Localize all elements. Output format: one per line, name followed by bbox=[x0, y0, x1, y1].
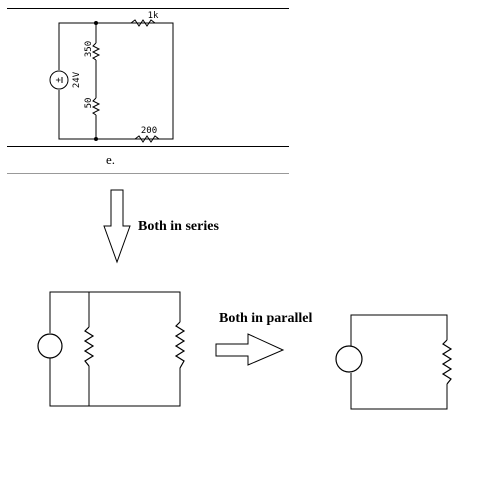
resistor-top-label: 1k bbox=[148, 11, 159, 21]
voltage-source-symbol: + bbox=[49, 70, 69, 90]
resistor-bottom-label: 200 bbox=[141, 126, 157, 136]
resistor-right-symbol bbox=[174, 321, 186, 369]
resistor-lower-left-label: 50 bbox=[84, 98, 94, 109]
voltage-source-symbol-parallel bbox=[335, 345, 363, 373]
arrow-down-label: Both in series bbox=[138, 219, 219, 234]
arrow-right-icon bbox=[215, 333, 285, 366]
resistor-upper-left-label: 350 bbox=[84, 41, 94, 57]
series-reduced-circuit bbox=[37, 291, 186, 407]
svg-text:+: + bbox=[54, 77, 64, 83]
voltage-source-symbol-series bbox=[37, 333, 63, 359]
part-label: e. bbox=[106, 152, 115, 167]
resistor-top-symbol bbox=[130, 19, 156, 27]
resistor-upper-left-symbol bbox=[91, 42, 101, 61]
resistor-left-symbol bbox=[83, 326, 95, 367]
parallel-reduced-circuit bbox=[335, 314, 453, 410]
resistor-equivalent-symbol bbox=[441, 339, 453, 385]
arrow-down-icon bbox=[103, 189, 131, 264]
resistor-lower-left-symbol bbox=[91, 97, 101, 116]
source-voltage-label: 24V bbox=[72, 71, 82, 88]
original-circuit: + 24V 1k 350 50 200 bbox=[49, 11, 174, 143]
arrow-right-label: Both in parallel bbox=[219, 311, 312, 326]
resistor-bottom-symbol bbox=[134, 135, 160, 143]
